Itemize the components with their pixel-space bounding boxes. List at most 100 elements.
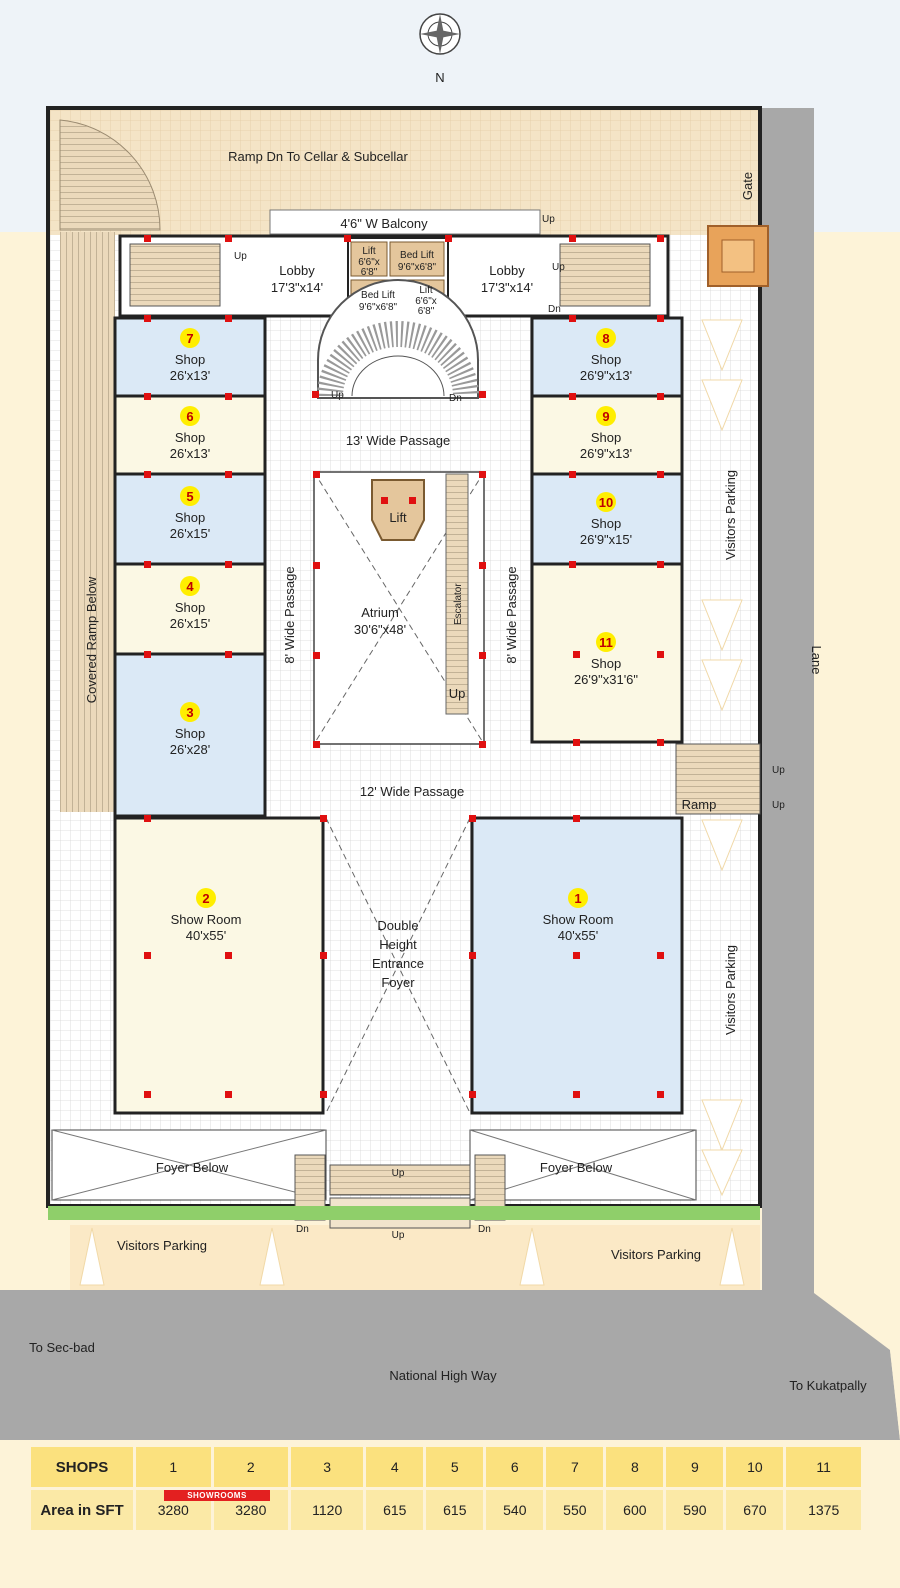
lift1-size2: 6'8" [361,267,378,278]
column-marker [657,651,664,658]
shop-number-cell: 4 [366,1447,424,1487]
shop-8-number-highlight [596,328,616,348]
column-marker [225,952,232,959]
foyer-line3: Entrance [372,956,424,971]
shop-7-name: Shop [175,352,205,367]
column-marker [313,562,320,569]
stair-right-up: Up [552,262,565,273]
shop-5-size: 26'x15' [170,526,210,541]
shop-number-cell: 8 [606,1447,664,1487]
column-marker [573,1091,580,1098]
column-marker [657,561,664,568]
showroom-1-name: Show Room [543,912,614,927]
showroom-1-number: 1 [574,891,581,906]
lift3-size: 9'6"x6'8" [359,302,398,313]
atrium-size: 30'6"x48' [354,622,406,637]
entrance-up-2: Up [392,1230,405,1241]
lift2-size: 9'6"x6'8" [398,262,437,273]
column-marker [144,651,151,658]
balcony-label: 4'6" W Balcony [340,216,428,231]
column-marker [144,315,151,322]
shop-10-size: 26'9"x15' [580,532,632,547]
column-marker [225,471,232,478]
showroom-2-number-highlight [196,888,216,908]
column-marker [312,391,319,398]
shop-10-number-highlight [596,492,616,512]
escalator-label: Escalator [453,583,464,625]
highway-label: National High Way [389,1368,497,1383]
lift4-name: Lift [419,285,433,296]
area-cell: 600 [606,1490,664,1530]
visitors-parking-right-top: Visitors Parking [723,470,738,560]
column-marker [479,741,486,748]
shop-4-name: Shop [175,600,205,615]
showroom-1 [470,816,684,1115]
shop-5-number: 5 [186,489,193,504]
shop-11-name: Shop [591,656,621,671]
lobby-left-size: 17'3"x14' [271,280,323,295]
column-marker [657,393,664,400]
showroom-2 [113,816,325,1115]
atrium-lift-label: Lift [389,510,407,525]
lift3-name: Bed Lift [361,290,395,301]
shop-number-cell: 2 [213,1447,289,1487]
shop-10-name: Shop [591,516,621,531]
shop-4-number-highlight [180,576,200,596]
foyer-line2: Height [379,937,417,952]
lift4-size1: 6'6"x [415,296,437,307]
column-marker [479,652,486,659]
showroom-1-size: 40'x55' [558,928,598,943]
passage-13-label: 13' Wide Passage [346,433,450,448]
lift4-size2: 6'8" [418,306,435,317]
column-marker [445,235,452,242]
column-marker [469,1091,476,1098]
shop-number-cell: 9 [666,1447,724,1487]
column-marker [479,471,486,478]
showroom-2-name: Show Room [171,912,242,927]
column-marker [320,1091,327,1098]
column-marker [479,562,486,569]
passage-12-label: 12' Wide Passage [360,784,464,799]
shop-6-number-highlight [180,406,200,426]
showrooms-badge: SHOWROOMS [164,1490,270,1501]
shop-11-number-highlight [596,632,616,652]
shop-7-size: 26'x13' [170,368,210,383]
lift1-name: Lift [362,246,376,257]
area-cell: 590 [666,1490,724,1530]
ramp-up-2: Up [772,800,785,811]
shop-6-size: 26'x13' [170,446,210,461]
column-marker [225,561,232,568]
shop-11-number: 11 [599,635,613,650]
lobby-right-size: 17'3"x14' [481,280,533,295]
column-marker [569,235,576,242]
escalator-up-label: Up [449,686,466,701]
entrance-dn-right: Dn [478,1224,491,1235]
compass-icon [419,13,461,55]
column-marker [657,235,664,242]
shop-3-size: 26'x28' [170,742,210,757]
column-marker [381,497,388,504]
column-marker [573,952,580,959]
shop-9-name: Shop [591,430,621,445]
entrance-dn-left: Dn [296,1224,309,1235]
shop-number-cell: 5 [426,1447,484,1487]
area-cell: 550 [546,1490,604,1530]
column-marker [225,1091,232,1098]
column-marker [469,815,476,822]
area-cell: 540 [486,1490,544,1530]
lobby-left-name: Lobby [279,263,315,278]
shop-4-size: 26'x15' [170,616,210,631]
lane-road [762,108,814,1438]
shop-9-size: 26'9"x13' [580,446,632,461]
visitors-parking-right-bottom: Visitors Parking [723,945,738,1035]
atrium-name: Atrium [361,605,399,620]
column-marker [225,651,232,658]
shop-9-number-highlight [596,406,616,426]
column-marker [573,651,580,658]
column-marker [144,815,151,822]
shop-5-number-highlight [180,486,200,506]
balcony-up-label: Up [542,214,555,225]
column-marker [657,1091,664,1098]
area-cell: 1120 [291,1490,364,1530]
